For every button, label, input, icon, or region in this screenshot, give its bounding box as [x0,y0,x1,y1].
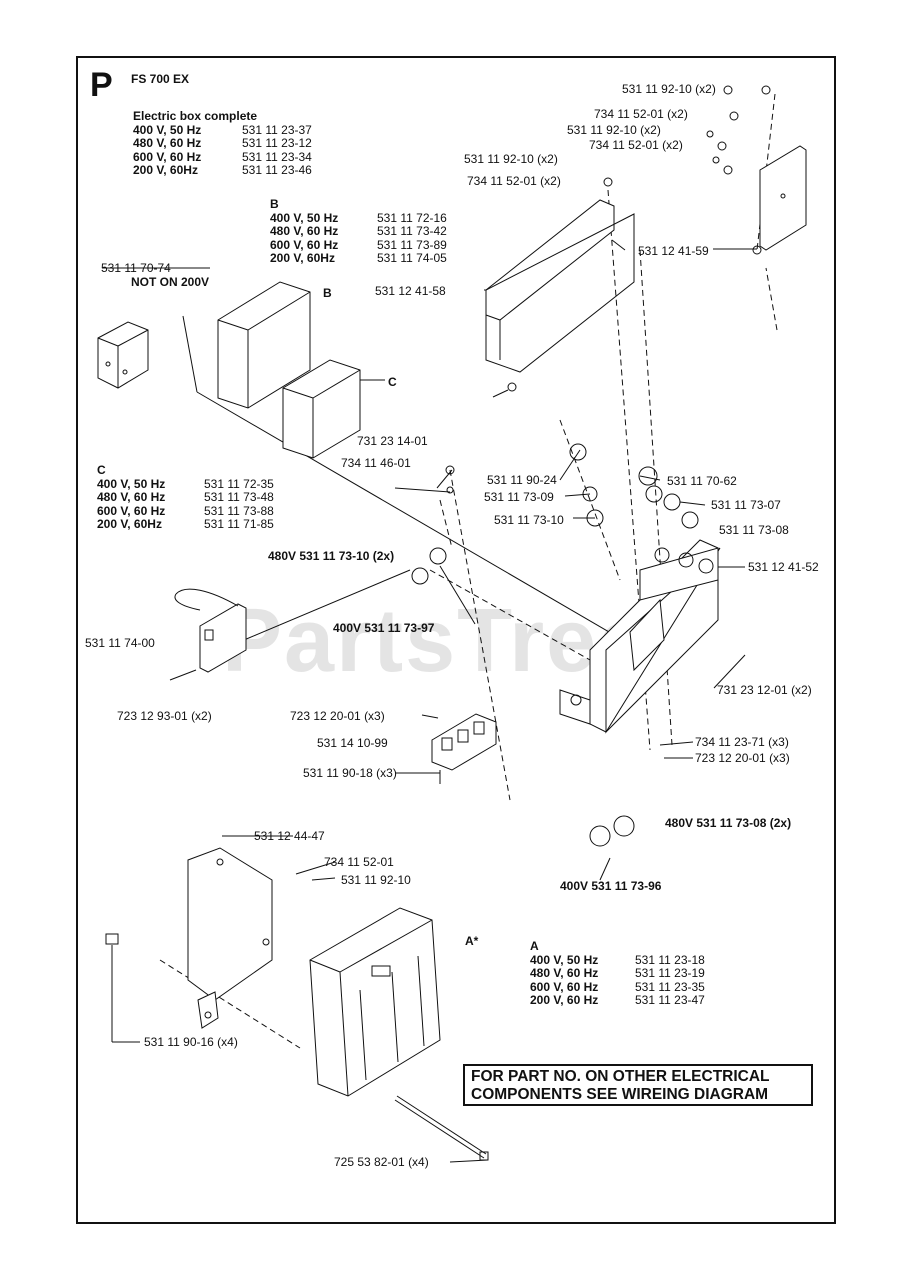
part-label: 723 12 20-01 (x3) [290,709,385,723]
thermal-sensor-component [169,588,247,681]
note-line-1: FOR PART NO. ON OTHER ELECTRICAL [471,1068,770,1085]
part-label: 723 12 93-01 (x2) [117,709,212,723]
part-label: 480V 531 11 73-08 (2x) [665,816,792,830]
part-label: 731 23 14-01 [357,434,428,448]
part-label: 531 14 10-99 [317,736,388,750]
page-letter: P [90,66,113,104]
main-chassis [559,539,721,734]
part-label: 734 11 52-01 (x2) [594,107,688,121]
leader-lines [102,239,757,1163]
model-title: FS 700 EX [131,72,190,86]
part-label: 531 11 73-07 [711,498,781,512]
table-a-title: A [530,939,539,953]
part-label: 731 23 12-01 (x2) [717,683,812,697]
component-c-box [282,359,361,459]
part-label: 531 12 41-52 [748,560,819,574]
electric-box-title: Electric box complete [133,109,258,123]
part-label: 734 11 52-01 (x2) [467,174,561,188]
part-label: 400V 531 11 73-97 [333,621,435,635]
terminal-block [431,713,497,784]
part-label: 531 11 92-10 [341,873,411,887]
part-label: 531 11 73-08 [719,523,789,537]
part-label: 480V 531 11 73-10 (2x) [268,549,395,563]
screw-531-11-90-16 [105,933,119,945]
watermark: PartsTree [222,591,651,691]
part-label: 723 12 20-01 (x3) [695,751,790,765]
cable-glands [411,443,699,847]
part-label: 531 11 90-24 [487,473,557,487]
part-label: 531 12 44-47 [254,829,325,843]
mounting-plate [187,847,273,1029]
part-label: 531 12 41-58 [375,284,446,298]
part-label: 531 11 90-18 (x3) [303,766,397,780]
screws-washers-top [603,85,771,187]
table-b-title: B [270,197,279,211]
part-label: 531 11 90-16 (x4) [144,1035,238,1049]
part-label: 725 53 82-01 (x4) [334,1155,429,1169]
part-label: 531 11 92-10 (x2) [622,82,716,96]
bracket-top-right [752,145,807,255]
part-label: 531 11 70-62 [667,474,737,488]
part-label: 531 11 74-00 [85,636,155,650]
part-label: 734 11 52-01 (x2) [589,138,683,152]
component-letter-a: A* [465,934,479,948]
part-label: 531 11 73-10 [494,513,564,527]
relay-component [97,321,149,389]
part-label: 531 11 92-10 (x2) [464,152,558,166]
part-note: NOT ON 200V [131,275,210,289]
part-label: 531 12 41-59 [638,244,709,258]
wiring-diagram-note: FOR PART NO. ON OTHER ELECTRICAL COMPONE… [463,1064,813,1106]
part-label: 400V 531 11 73-96 [560,879,662,893]
part-label: 531 11 70-74 [101,261,171,275]
part-label: 531 11 92-10 (x2) [567,123,661,137]
long-screw [394,1095,489,1161]
part-label: 531 11 73-09 [484,490,554,504]
cover-plate [485,199,635,398]
part-label: 734 11 46-01 [341,456,411,470]
note-line-2: COMPONENTS SEE WIREING DIAGRAM [471,1086,769,1103]
component-letter-c: C [388,375,397,389]
component-letter-b: B [323,286,332,300]
component-b-box [217,281,311,409]
part-label: 734 11 23-71 (x3) [695,735,789,749]
enclosure-a [309,907,441,1097]
diagram-frame [76,56,836,1224]
table-c-title: C [97,463,106,477]
part-label: 734 11 52-01 [324,855,394,869]
